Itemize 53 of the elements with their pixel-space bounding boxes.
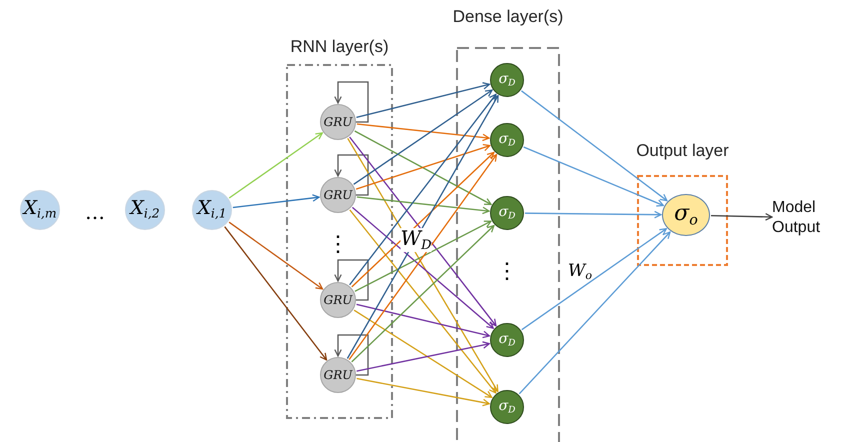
neuron-circle: X$_{i,2}$	[125, 190, 165, 230]
arrow	[352, 206, 494, 329]
arrow	[349, 210, 496, 394]
neuron-circle: σ$_{D}$	[490, 123, 524, 157]
arrow	[521, 90, 668, 202]
arrow	[228, 222, 324, 290]
neuron-circle: σ$_{D}$	[490, 323, 524, 357]
arrow	[351, 152, 494, 288]
arrow	[518, 231, 671, 394]
ellipsis-mark: ⋮	[496, 261, 518, 283]
ellipsis-mark: ⋮	[327, 234, 349, 256]
arrow	[347, 138, 498, 392]
arrow	[354, 130, 492, 206]
arrow	[353, 90, 493, 185]
neuron-circle: GRU	[320, 104, 356, 140]
arrow	[356, 123, 490, 142]
loop-arrow	[334, 334, 369, 376]
arrow	[356, 341, 490, 372]
arrow	[346, 95, 499, 359]
arrow	[356, 304, 490, 338]
loop-arrow	[334, 259, 369, 301]
weight-label: W$_{o}$	[568, 262, 592, 282]
arrow	[348, 154, 498, 360]
arrow	[232, 194, 320, 208]
neuron-circle: σ$_{D}$	[490, 390, 524, 424]
arrow	[356, 82, 490, 118]
arrow	[351, 224, 495, 362]
neuron-circle: GRU	[320, 177, 356, 213]
arrow	[349, 94, 497, 286]
loop-arrow	[334, 154, 369, 196]
arrow	[525, 210, 662, 218]
arrow	[228, 132, 323, 199]
ellipsis-mark: …	[85, 202, 105, 222]
arrow	[356, 144, 490, 190]
arrow	[224, 226, 328, 360]
neuron-circle: σ$_{D}$	[490, 63, 524, 97]
arrow	[710, 213, 773, 221]
arrow	[354, 220, 492, 292]
weight-label: W$_{D}$	[400, 228, 432, 252]
arrow	[356, 196, 490, 214]
arrow	[354, 310, 492, 398]
neuron-circle: X$_{i,m}$	[20, 190, 60, 230]
neuron-circle: X$_{i,1}$	[192, 190, 232, 230]
arrow	[349, 136, 497, 326]
neuron-circle: GRU	[320, 282, 356, 318]
neuron-circle: GRU	[320, 357, 356, 393]
arrow	[356, 378, 490, 406]
loop-arrow	[334, 81, 369, 123]
neuron-circle: σ$_{D}$	[490, 196, 524, 230]
output-text: Model Output	[772, 196, 854, 240]
arrow	[521, 228, 667, 330]
arrow	[523, 146, 664, 207]
neuron-circle: σ$_{o}$	[662, 194, 710, 236]
